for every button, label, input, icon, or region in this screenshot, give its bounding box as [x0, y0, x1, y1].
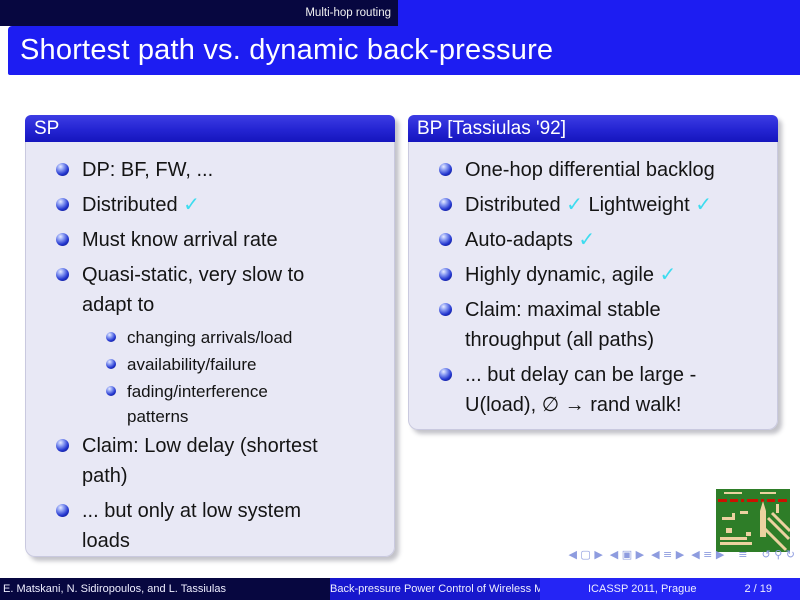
section-label: Multi-hop routing: [305, 7, 391, 19]
ball-bullet-icon: [106, 332, 116, 342]
bullet-item: Claim: maximal stable throughput (all pa…: [439, 295, 773, 355]
bullet-text: DP: BF, FW, ...: [82, 159, 214, 181]
frame-title-bar: Shortest path vs. dynamic back-pressure: [8, 26, 800, 75]
bullet-item: Claim: Low delay (shortest path): [56, 431, 390, 491]
footer-title-cell: Back-pressure Power Control of Wireless …: [330, 578, 540, 600]
bullet-item: ... but only at low system loads: [56, 496, 390, 556]
bullet-item: DP: BF, FW, ...: [56, 155, 390, 185]
ball-bullet-icon: [439, 303, 452, 316]
bullet-text: Must know arrival rate: [82, 229, 278, 251]
sp-block-title: SP: [34, 118, 60, 139]
ball-bullet-icon: [56, 163, 69, 176]
bullet-item: Quasi-static, very slow to adapt to: [56, 260, 390, 320]
bullet-text: ... but only at low system loads: [82, 500, 301, 552]
ball-bullet-icon: [439, 163, 452, 176]
bullet-text: availability/failure: [127, 355, 257, 374]
bp-block: BP [Tassiulas '92] One-hop differential …: [408, 115, 778, 430]
bullet-item: ... but delay can be large - U(load), ∅ …: [439, 360, 773, 420]
footer-short-title: Back-pressure Power Control of Wireless …: [330, 583, 540, 595]
ball-bullet-icon: [56, 268, 69, 281]
bullet-text: One-hop differential backlog: [465, 159, 715, 181]
footer-authors-cell: E. Matskani, N. Sidiropoulos, and L. Tas…: [0, 578, 330, 600]
ball-bullet-icon: [56, 439, 69, 452]
ball-bullet-icon: [439, 368, 452, 381]
sp-block: SP DP: BF, FW, ... Distributed ✓ Must know…: [25, 115, 395, 557]
footer-venue-cell: ICASSP 2011, Prague 2 / 19: [540, 578, 800, 600]
bullet-text: Highly dynamic, agile ✓: [465, 264, 677, 286]
ball-bullet-icon: [439, 233, 452, 246]
bullet-text: Claim: Low delay (shortest path): [82, 435, 318, 487]
bullet-text: changing arrivals/load: [127, 328, 293, 347]
ball-bullet-icon: [56, 198, 69, 211]
bullet-item: One-hop differential backlog: [439, 155, 773, 185]
sp-block-header: SP: [25, 115, 395, 142]
ball-bullet-icon: [439, 198, 452, 211]
bullet-text: Auto-adapts ✓: [465, 229, 596, 251]
bp-block-header: BP [Tassiulas '92]: [408, 115, 778, 142]
sp-block-body: DP: BF, FW, ... Distributed ✓ Must know ar…: [25, 142, 395, 557]
footer-venue: ICASSP 2011, Prague: [588, 583, 697, 595]
slide-title: Shortest path vs. dynamic back-pressure: [20, 34, 554, 66]
ball-bullet-icon: [56, 504, 69, 517]
ball-bullet-icon: [56, 233, 69, 246]
bullet-text: Claim: maximal stable throughput (all pa…: [465, 299, 661, 351]
bullet-text: fading/interference patterns: [127, 382, 268, 426]
bullet-text: Quasi-static, very slow to adapt to: [82, 264, 305, 316]
bullet-item: Must know arrival rate: [56, 225, 390, 255]
bullet-item: Highly dynamic, agile ✓: [439, 260, 773, 290]
bullet-item: changing arrivals/load: [106, 325, 390, 350]
bullet-item: fading/interference patterns: [106, 379, 390, 429]
bullet-item: Auto-adapts ✓: [439, 225, 773, 255]
bullet-text: Distributed ✓ Lightweight ✓: [465, 194, 712, 216]
bullet-text: Distributed ✓: [82, 194, 200, 216]
bullet-item: availability/failure: [106, 352, 390, 377]
header-navigation-bar: Multi-hop routing: [0, 0, 800, 26]
ball-bullet-icon: [106, 359, 116, 369]
bp-block-title: BP [Tassiulas '92]: [417, 118, 567, 139]
navigation-symbols[interactable]: ◀ ▢ ▶ ◀ ▣ ▶ ◀ ≡ ▶ ◀ ≡ ▶ ≡ ↺ ⚲ ↻: [554, 535, 795, 574]
sp-bullet-list: DP: BF, FW, ... Distributed ✓ Must know ar…: [26, 155, 390, 556]
ball-bullet-icon: [439, 268, 452, 281]
footer-authors: E. Matskani, N. Sidiropoulos, and L. Tas…: [3, 583, 226, 595]
circuit-board-logo: [716, 489, 790, 552]
bullet-item: Distributed ✓: [56, 190, 390, 220]
footline: E. Matskani, N. Sidiropoulos, and L. Tas…: [0, 578, 800, 600]
footer-page-number: 2 / 19: [744, 583, 772, 595]
nav-symbols-icon[interactable]: ◀ ▢ ▶ ◀ ▣ ▶ ◀ ≡ ▶ ◀ ≡ ▶ ≡ ↺ ⚲ ↻: [568, 548, 795, 561]
bullet-item: Distributed ✓ Lightweight ✓: [439, 190, 773, 220]
section-indicator[interactable]: Multi-hop routing: [0, 0, 398, 26]
ball-bullet-icon: [106, 386, 116, 396]
bullet-text: ... but delay can be large - U(load), ∅ …: [465, 364, 697, 416]
